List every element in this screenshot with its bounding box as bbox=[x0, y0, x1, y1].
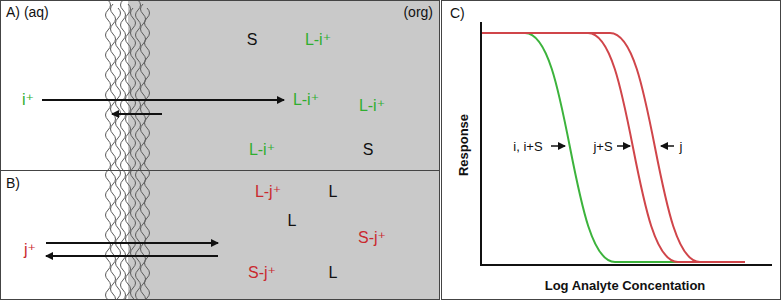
flux-arrow bbox=[46, 242, 218, 244]
axis-title: Log Analyte Concentation bbox=[545, 279, 706, 292]
y-axis bbox=[480, 22, 482, 266]
species-label: S bbox=[247, 32, 258, 48]
curve-label: j bbox=[680, 140, 683, 153]
x-axis bbox=[480, 264, 772, 266]
species-label: i⁺ bbox=[22, 92, 34, 108]
species-label: L bbox=[329, 184, 338, 200]
species-label: L-i⁺ bbox=[293, 92, 319, 108]
species-label: L-i⁺ bbox=[249, 142, 275, 158]
flux-arrow bbox=[112, 113, 162, 115]
pointer-arrow bbox=[551, 145, 565, 147]
response-curve bbox=[482, 33, 745, 262]
species-label: L-j⁺ bbox=[255, 184, 281, 200]
species-label: j⁺ bbox=[24, 242, 36, 258]
panel-label: A) (aq) bbox=[6, 4, 49, 20]
flux-arrow bbox=[46, 255, 218, 257]
panel-label: C) bbox=[450, 5, 465, 21]
species-label: S bbox=[363, 142, 374, 158]
pointer-arrow bbox=[661, 145, 674, 147]
species-label: L-i⁺ bbox=[305, 32, 331, 48]
species-label: L bbox=[329, 265, 338, 281]
response-curve bbox=[482, 33, 745, 262]
species-label: L-i⁺ bbox=[359, 98, 385, 114]
curve-label: j+S bbox=[593, 140, 612, 153]
pointer-arrow bbox=[617, 145, 630, 147]
species-label: S-j⁺ bbox=[248, 265, 276, 281]
response-curve bbox=[482, 33, 745, 262]
flux-arrow bbox=[42, 99, 284, 101]
curve-label: i, i+S bbox=[513, 140, 542, 153]
species-label: L bbox=[288, 213, 297, 229]
panel-label: B) bbox=[6, 175, 20, 191]
panel-label: (org) bbox=[403, 4, 433, 20]
axis-title: Response bbox=[457, 114, 470, 176]
species-label: S-j⁺ bbox=[358, 230, 386, 246]
panel-a: A) (aq) (org) bbox=[0, 0, 440, 171]
